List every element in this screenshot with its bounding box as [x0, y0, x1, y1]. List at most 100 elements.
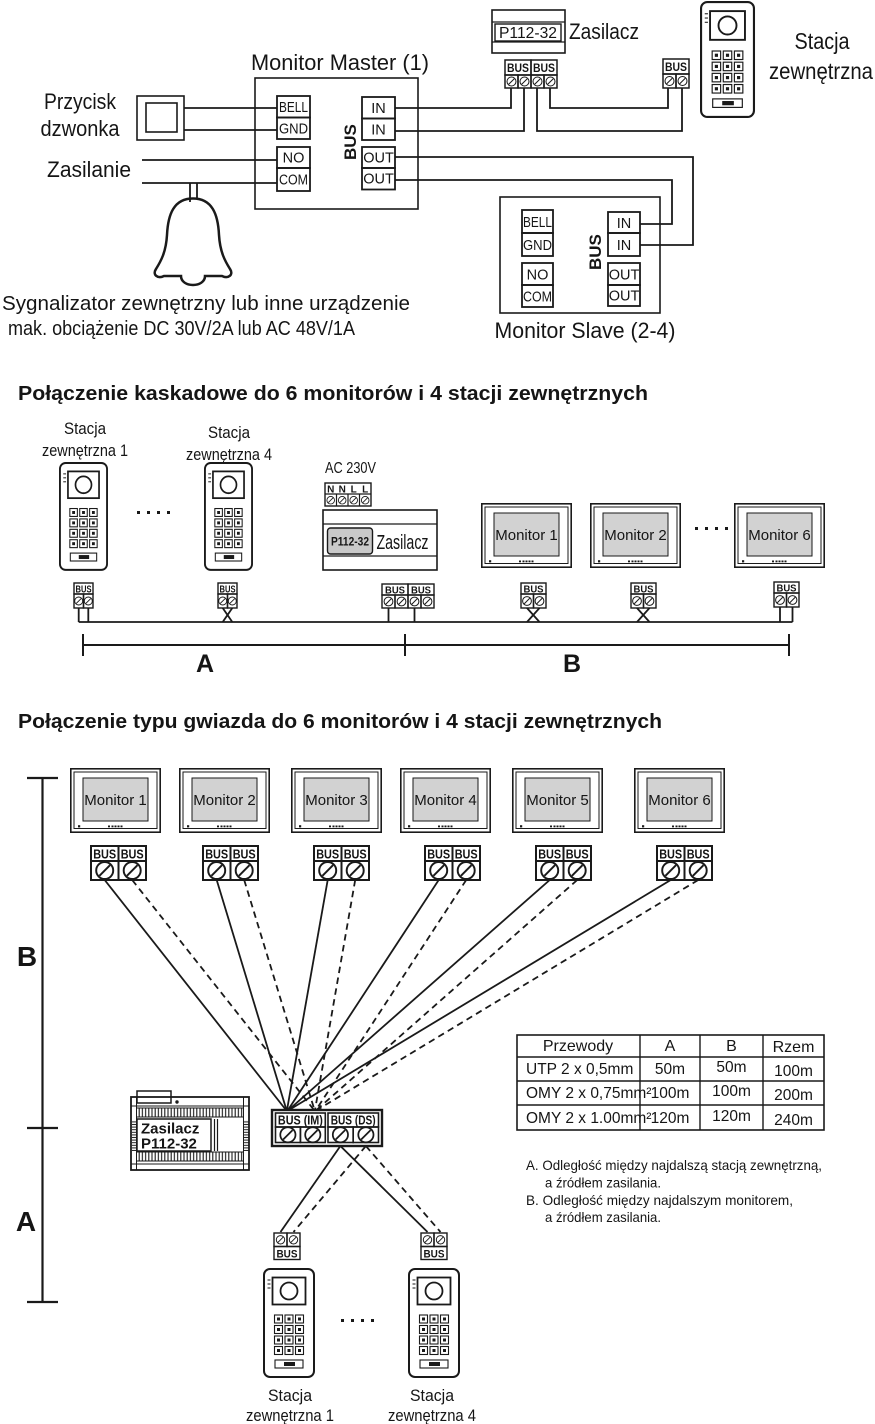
col-przewody: Przewody: [543, 1038, 613, 1055]
psu-cascade: P112-32 Zasilacz: [322, 509, 438, 571]
cell: 120m: [712, 1108, 751, 1125]
cascade-heading: Połączenie kaskadowe do 6 monitorów i 4 …: [18, 383, 648, 405]
phase-n2: N: [339, 485, 346, 496]
no-terminal: NO: [527, 268, 549, 284]
dimension-lines: A B: [82, 634, 790, 678]
no-terminal: NO: [283, 151, 305, 167]
star-monitor2-label: Monitor 2: [193, 792, 256, 809]
notes: A. Odległość między najdalszą stacją zew…: [526, 1157, 822, 1225]
cell: 50m: [655, 1061, 685, 1078]
dim-b-label: B: [563, 650, 581, 678]
bottom-station-4: [408, 1268, 460, 1378]
monitor6-label: Monitor 6: [748, 527, 811, 544]
col-a: A: [665, 1038, 676, 1055]
bus-station4: BUS: [217, 582, 238, 609]
bell-symbol: [153, 197, 233, 287]
star-bus-3: BUS BUS: [313, 845, 370, 881]
ac-label: AC 230V: [325, 460, 377, 477]
out1-terminal: OUT: [609, 268, 640, 284]
bottom-station1-label: Stacja: [268, 1386, 313, 1405]
out2-terminal: OUT: [363, 172, 394, 188]
cell: 120m: [651, 1110, 690, 1127]
bus-monitor6: BUS: [773, 581, 800, 608]
com-terminal: COM: [523, 290, 552, 306]
out1-terminal: OUT: [363, 151, 394, 167]
col-rzem: Rzem: [773, 1039, 815, 1056]
bus-label: BUS: [121, 848, 144, 862]
door-station: [699, 1, 756, 119]
star-dimension: B A: [16, 776, 58, 1304]
psu-name: Zasilacz: [377, 532, 429, 554]
star-bus-6: BUS BUS: [656, 845, 713, 881]
bus-label: BUS: [634, 584, 654, 596]
bell-terminal: BELL: [523, 215, 552, 231]
bus-label: BUS: [411, 585, 431, 597]
station4-label2: zewnętrzna 4: [186, 446, 272, 464]
star-bus-4: BUS BUS: [424, 845, 481, 881]
signal-note1: Sygnalizator zewnętrzny lub inne urządze…: [2, 293, 410, 315]
cell: OMY 2 x 1.00mm²: [526, 1110, 651, 1127]
cell: 100m: [712, 1083, 751, 1100]
cascade-section: Połączenie kaskadowe do 6 monitorów i 4 …: [18, 383, 826, 678]
slave-section: BELL GND NO COM BUS IN IN OUT OUT Monito…: [495, 196, 676, 343]
bus-label: BUS: [665, 60, 687, 74]
bus-label: BUS: [507, 61, 529, 75]
star-section: Połączenie typu gwiazda do 6 monitorów i…: [16, 711, 825, 1424]
signal-note2: mak. obciążenie DC 30V/2A lub AC 48V/1A: [8, 318, 356, 340]
bottom-station4-label2: zewnętrzna 4: [388, 1406, 476, 1424]
cell: OMY 2 x 0,75mm²: [526, 1085, 651, 1102]
monitor1-label: Monitor 1: [495, 527, 558, 544]
bus-label: BUS: [524, 584, 544, 596]
ellipsis-dots: [695, 527, 728, 530]
cell: 50m: [716, 1059, 746, 1076]
star-bus-1: BUS BUS: [90, 845, 147, 881]
bus-label: BUS: [427, 848, 450, 862]
station1-label2: zewnętrzna 1: [42, 442, 128, 460]
bus-ds-label: BUS (DS): [331, 1114, 376, 1128]
star-monitor5-label: Monitor 5: [526, 792, 589, 809]
bus-label: BUS: [777, 583, 797, 595]
bus-connector-quad: BUS BUS: [504, 59, 558, 89]
note-b2: a źródłem zasilania.: [545, 1209, 661, 1225]
bus-label: BUS: [424, 1249, 445, 1261]
in2-terminal: IN: [371, 123, 386, 139]
bottom-station1-label2: zewnętrzna 1: [246, 1406, 334, 1424]
bell-terminal: BELL: [279, 100, 308, 116]
bus-label: BUS: [566, 848, 589, 862]
bottom-station4-label: Stacja: [410, 1386, 455, 1405]
star-monitor4-label: Monitor 4: [414, 792, 477, 809]
bus-label: BUS: [205, 848, 228, 862]
note-a1: A. Odległość między najdalszą stacją zew…: [526, 1157, 822, 1173]
phase-l1: L: [351, 485, 357, 496]
bus-station1: BUS: [73, 582, 94, 609]
psu-model: P112-32: [141, 1136, 197, 1153]
star-monitor3-label: Monitor 3: [305, 792, 368, 809]
master-bus-label: BUS: [341, 124, 360, 160]
gnd-terminal: GND: [279, 122, 308, 138]
doorbell-button-label: Przycisk: [44, 89, 117, 114]
note-a2: a źródłem zasilania.: [545, 1175, 661, 1191]
phase-l2: L: [362, 485, 368, 496]
bus-label: BUS: [687, 848, 710, 862]
out2-terminal: OUT: [609, 289, 640, 305]
bus-label: BUS: [455, 848, 478, 862]
station1-label: Stacja: [64, 420, 107, 438]
bus-label: BUS: [659, 848, 682, 862]
bottom-bus-1: BUS: [273, 1232, 301, 1261]
star-bus-5: BUS BUS: [535, 845, 592, 881]
bus-monitor1: BUS: [520, 582, 547, 609]
bottom-bus-4: BUS: [420, 1232, 448, 1261]
bus-monitor2: BUS: [630, 582, 657, 609]
cell: 200m: [774, 1087, 813, 1104]
psu-model: P112-32: [331, 535, 369, 549]
star-wiring: [103, 879, 699, 1233]
door-station-1: [58, 461, 109, 571]
psu-top: P112-32 Zasilacz: [491, 9, 639, 54]
bus-label: BUS: [538, 848, 561, 862]
bus-psu: BUS BUS: [381, 583, 435, 609]
bus-label: BUS: [277, 1249, 298, 1261]
bus-label: BUS: [344, 848, 367, 862]
in1-terminal: IN: [617, 216, 632, 232]
doorbell-button-label2: dzwonka: [41, 116, 121, 141]
